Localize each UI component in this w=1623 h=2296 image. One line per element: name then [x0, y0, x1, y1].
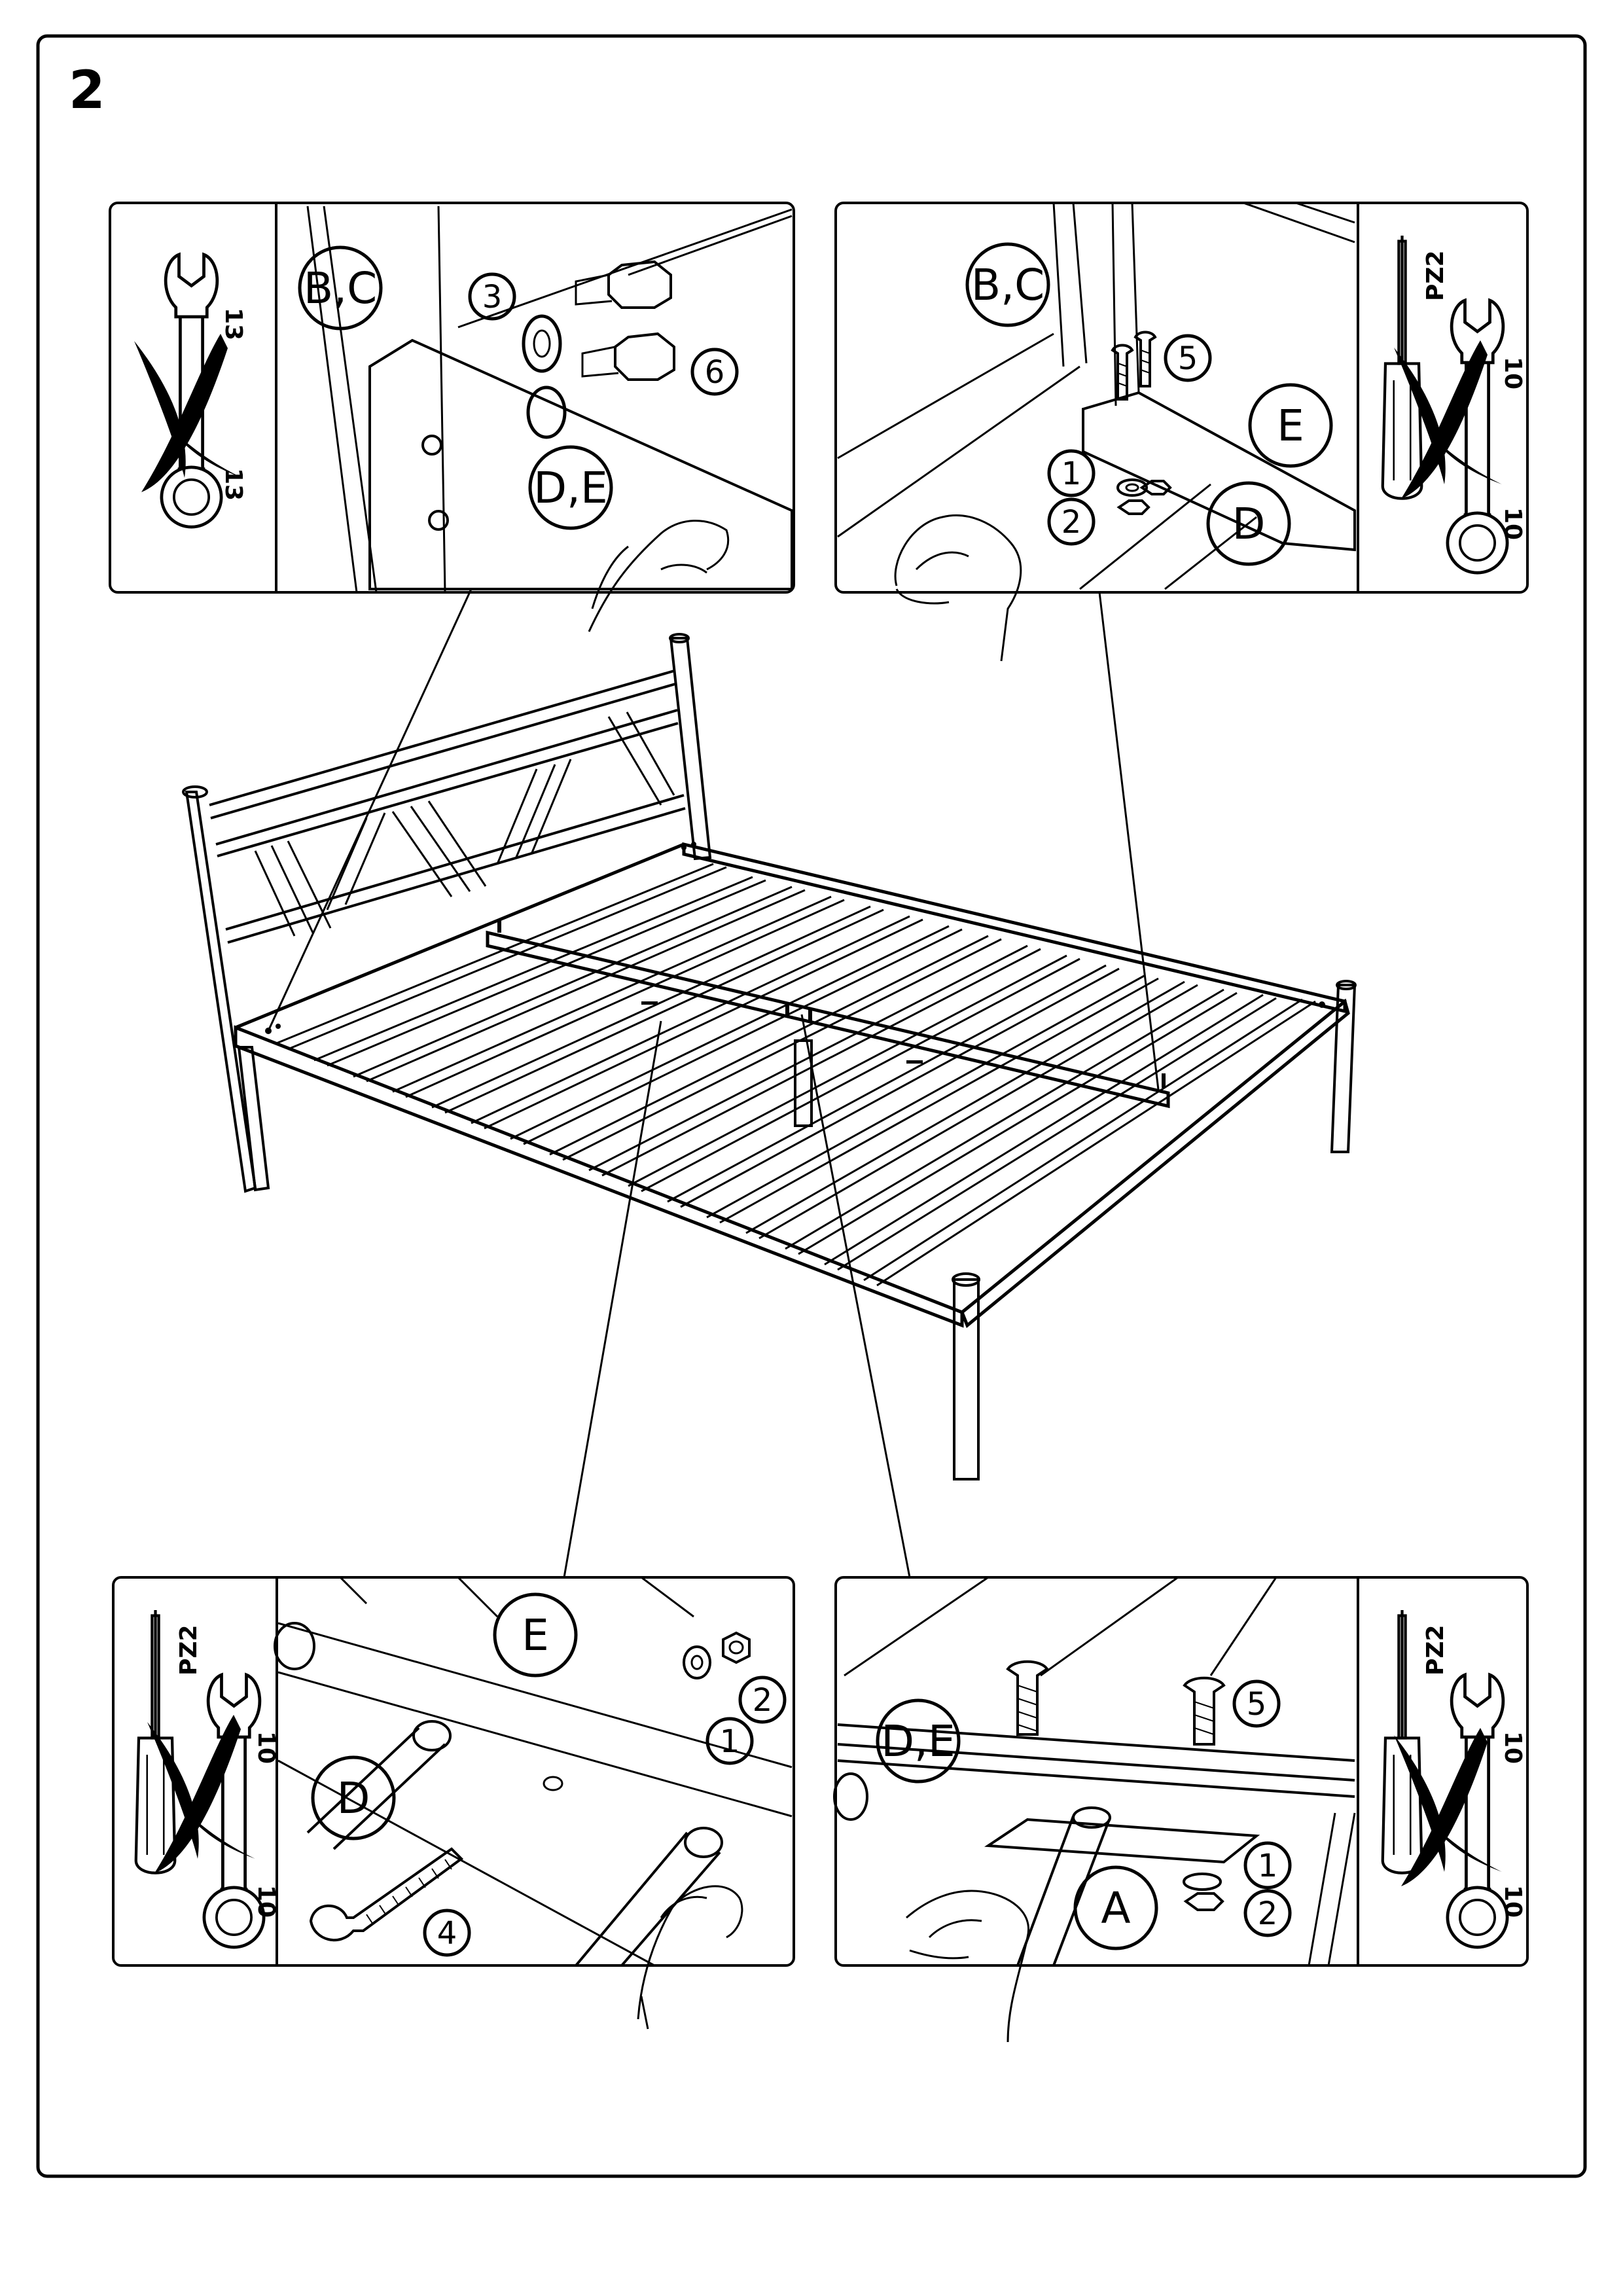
label-d: D	[337, 1773, 370, 1823]
wrench-icon	[1448, 300, 1507, 573]
wrench-size-top: 10	[253, 1731, 279, 1764]
wrench-size-bottom: 10	[1499, 1885, 1526, 1918]
part-number-6: 6	[705, 354, 725, 391]
wrench-icon	[162, 255, 221, 527]
screwdriver-icon	[136, 1610, 175, 1873]
part-number-4: 4	[437, 1915, 457, 1952]
part-number-1: 1	[1258, 1848, 1278, 1884]
label-bc: B,C	[971, 260, 1044, 310]
wrench-size-bottom: 10	[253, 1885, 279, 1918]
part-number-2: 2	[1061, 504, 1082, 541]
detail-panel-bottom-left: PZ2 10 10 E D 2 1 4	[112, 1576, 795, 2030]
label-a: A	[1101, 1883, 1130, 1933]
label-de: D,E	[533, 463, 608, 513]
wrench-size-top: 13	[220, 308, 247, 340]
label-e: E	[1277, 401, 1304, 451]
wrench-size-top: 10	[1499, 1731, 1526, 1764]
part-number-2: 2	[1258, 1895, 1278, 1932]
part-number-5: 5	[1178, 340, 1198, 377]
detail-panel-bottom-right: PZ2 10 10 D,E A 5 1 2	[833, 1576, 1529, 2043]
wrench-size-bottom: 13	[220, 468, 247, 501]
label-bc: B,C	[304, 263, 377, 314]
part-number-5: 5	[1247, 1686, 1267, 1723]
part-number-1: 1	[720, 1723, 740, 1760]
wrench-size-top: 10	[1499, 357, 1526, 389]
step-number: 2	[69, 60, 105, 120]
label-de: D,E	[881, 1716, 955, 1767]
screwdriver-icon	[1383, 236, 1422, 499]
label-d: D	[1232, 499, 1266, 549]
page-frame	[36, 34, 1587, 2178]
screwdriver-type: PZ2	[175, 1624, 202, 1676]
bed-frame-illustration	[182, 633, 1357, 1480]
detail-panel-top-right: PZ2 10 10 B,C E D 5 1 2	[834, 202, 1529, 662]
part-number-2: 2	[753, 1682, 773, 1719]
screwdriver-icon	[1383, 1610, 1422, 1873]
part-number-3: 3	[482, 279, 503, 315]
screwdriver-type: PZ2	[1422, 250, 1449, 301]
leader-lines	[267, 588, 1160, 1578]
screwdriver-type: PZ2	[1422, 1624, 1449, 1676]
part-number-1: 1	[1061, 456, 1082, 492]
wrench-size-bottom: 10	[1499, 507, 1526, 540]
detail-panel-top-left: 13 13 B,C D,E 3 6	[109, 202, 795, 632]
label-e: E	[522, 1610, 549, 1660]
